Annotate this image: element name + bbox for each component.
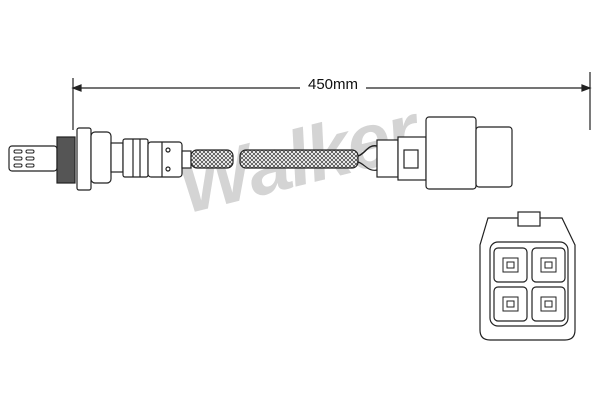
braided-cable [190,149,359,169]
lead-wires [357,145,378,171]
length-dimension-label: 450mm [300,76,366,93]
connector-side [376,116,513,190]
sensor-body [8,127,192,191]
connector-face-view [479,211,576,341]
